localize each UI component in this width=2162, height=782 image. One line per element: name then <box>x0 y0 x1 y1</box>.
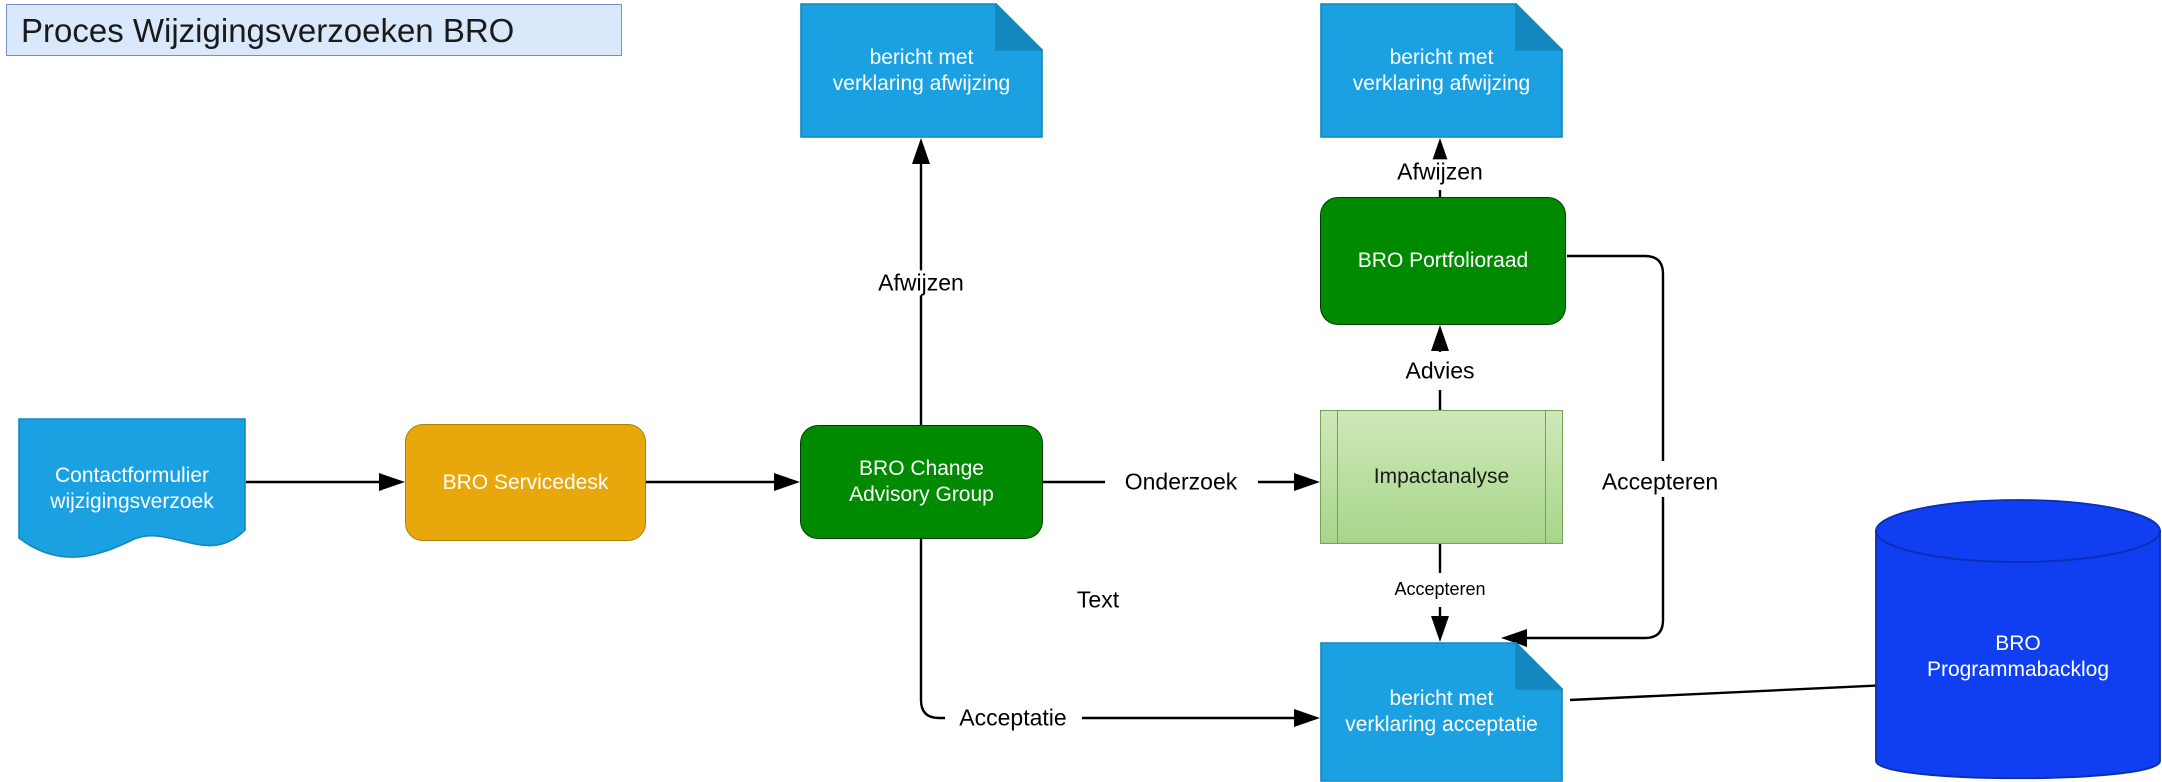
edge-label-onderzoek: Onderzoek <box>1121 469 1241 495</box>
cylinder-shape <box>1875 499 2161 780</box>
edge-label-accepteren-rechts: Accepteren <box>1598 469 1722 495</box>
edge-cag-to-impactanalyse <box>1043 473 1320 491</box>
node-label: BRO Portfolioraad <box>1357 249 1529 273</box>
edge-impactanalyse-to-acceptatie-note <box>1431 544 1449 642</box>
edge-impactanalyse-to-portfolioraad <box>1431 325 1449 410</box>
node-bro-portfolioraad[interactable]: BRO Portfolioraad <box>1320 197 1566 325</box>
note-shape <box>1320 3 1563 138</box>
edge-servicedesk-to-cag <box>646 473 800 491</box>
note-shape <box>1320 642 1563 782</box>
page-title: Proces Wijzigingsverzoeken BRO <box>21 11 515 49</box>
node-bro-servicedesk[interactable]: BRO Servicedesk <box>405 424 646 541</box>
node-bericht-verklaring-afwijzing-rechts[interactable]: bericht met verklaring afwijzing <box>1320 3 1563 138</box>
edge-cag-to-acceptatie-note <box>919 539 1320 727</box>
node-bro-programmabacklog[interactable]: BRO Programmabacklog <box>1874 489 2162 782</box>
node-impactanalyse[interactable]: Impactanalyse <box>1320 410 1563 544</box>
edge-label-afwijzen-rechts: Afwijzen <box>1394 159 1486 185</box>
edge-contactformulier-to-servicedesk <box>246 473 405 491</box>
node-label: Impactanalyse <box>1373 465 1510 489</box>
edge-portfolioraad-to-acceptatie-note <box>1501 254 1665 647</box>
edge-label-afwijzen-links: Afwijzen <box>875 270 967 296</box>
note-shape <box>800 3 1043 138</box>
node-label: BRO Servicedesk <box>442 470 609 494</box>
node-bericht-verklaring-afwijzing-links[interactable]: bericht met verklaring afwijzing <box>800 3 1043 138</box>
edge-label-accepteren-midden: Accepteren <box>1391 579 1489 600</box>
node-bericht-verklaring-acceptatie[interactable]: bericht met verklaring acceptatie <box>1320 642 1563 782</box>
edge-label-text: Text <box>1076 586 1120 613</box>
document-shape <box>18 418 246 558</box>
predefined-left-bar <box>1337 411 1338 543</box>
edge-label-acceptatie: Acceptatie <box>956 705 1070 731</box>
edge-label-advies: Advies <box>1402 358 1478 384</box>
node-bro-change-advisory-group[interactable]: BRO Change Advisory Group <box>800 425 1043 539</box>
diagram-title: Proces Wijzigingsverzoeken BRO <box>6 4 622 56</box>
node-label: BRO Change Advisory Group <box>849 457 994 506</box>
predefined-right-bar <box>1545 411 1546 543</box>
node-contactformulier[interactable]: Contactformulier wijzigingsverzoek <box>18 418 246 560</box>
